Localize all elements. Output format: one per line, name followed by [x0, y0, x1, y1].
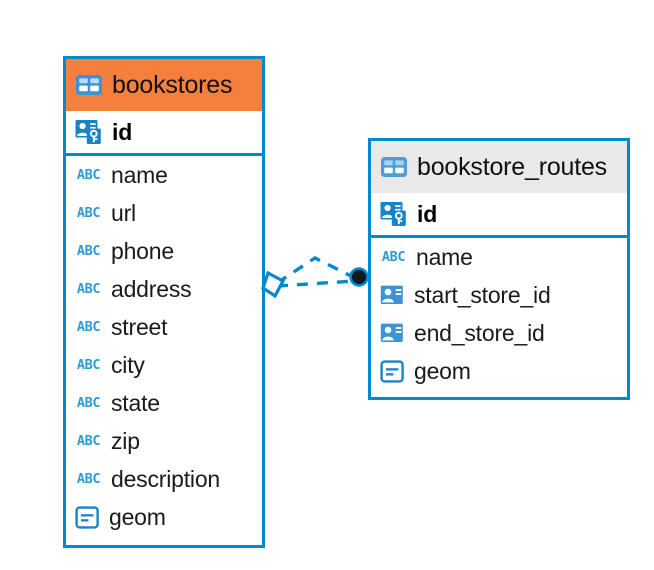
field-label: description	[111, 465, 221, 492]
field-label: phone	[111, 237, 174, 264]
field-row-state[interactable]: ABC state	[66, 384, 262, 422]
entity-header-bookstores[interactable]: bookstores	[66, 59, 262, 111]
filled-circle-marker	[349, 267, 369, 287]
diamond-marker	[261, 270, 286, 299]
entity-field-list-bookstore-routes: id ABC name start_store_id	[371, 193, 627, 390]
field-label: street	[111, 313, 168, 340]
field-row-name[interactable]: ABC name	[371, 238, 627, 276]
entity-table-bookstores[interactable]: bookstores	[63, 56, 265, 548]
field-row-id[interactable]: id	[371, 193, 627, 238]
field-row-end-store-id[interactable]: end_store_id	[371, 314, 627, 352]
field-row-url[interactable]: ABC url	[66, 194, 262, 232]
relationship-line-upper	[276, 256, 358, 285]
geometry-icon	[75, 505, 100, 529]
abc-text-icon: ABC	[76, 167, 101, 184]
field-row-geom[interactable]: geom	[371, 352, 627, 390]
field-row-city[interactable]: ABC city	[66, 346, 262, 384]
field-row-phone[interactable]: ABC phone	[66, 232, 262, 270]
field-label: id	[112, 118, 133, 145]
field-label: name	[111, 161, 168, 188]
foreign-key-icon	[380, 322, 405, 344]
field-label: state	[111, 389, 160, 416]
table-grid-icon	[75, 74, 103, 96]
abc-text-icon: ABC	[76, 471, 101, 488]
field-label: url	[111, 199, 136, 226]
abc-text-icon: ABC	[381, 249, 406, 266]
field-row-zip[interactable]: ABC zip	[66, 422, 262, 460]
field-row-name[interactable]: ABC name	[66, 156, 262, 194]
abc-text-icon: ABC	[76, 395, 101, 412]
field-row-address[interactable]: ABC address	[66, 270, 262, 308]
abc-text-icon: ABC	[76, 243, 101, 260]
field-label: city	[111, 351, 145, 378]
abc-text-icon: ABC	[76, 433, 101, 450]
foreign-key-icon	[380, 284, 405, 306]
field-label: geom	[414, 357, 471, 384]
field-row-start-store-id[interactable]: start_store_id	[371, 276, 627, 314]
abc-text-icon: ABC	[76, 281, 101, 298]
primary-key-icon	[380, 201, 408, 227]
field-label: geom	[109, 503, 166, 530]
field-row-id[interactable]: id	[66, 111, 262, 156]
field-row-geom[interactable]: geom	[66, 498, 262, 536]
relationship-line-lower	[276, 279, 356, 288]
entity-field-list-bookstores: id ABC name ABC url ABC phone ABC addres…	[66, 111, 262, 536]
primary-key-icon	[75, 119, 103, 145]
field-label: end_store_id	[414, 319, 545, 346]
entity-table-bookstore-routes[interactable]: bookstore_routes	[368, 138, 630, 400]
field-label: address	[111, 275, 192, 302]
entity-header-bookstore-routes[interactable]: bookstore_routes	[371, 141, 627, 193]
table-grid-icon	[380, 156, 408, 178]
abc-text-icon: ABC	[76, 319, 101, 336]
abc-text-icon: ABC	[76, 357, 101, 374]
entity-title: bookstores	[112, 70, 233, 99]
field-label: name	[416, 243, 473, 270]
field-row-street[interactable]: ABC street	[66, 308, 262, 346]
field-row-description[interactable]: ABC description	[66, 460, 262, 498]
field-label: zip	[111, 427, 140, 454]
abc-text-icon: ABC	[76, 205, 101, 222]
field-label: start_store_id	[414, 281, 551, 308]
geometry-icon	[380, 359, 405, 383]
field-label: id	[417, 200, 438, 227]
entity-title: bookstore_routes	[417, 152, 607, 181]
